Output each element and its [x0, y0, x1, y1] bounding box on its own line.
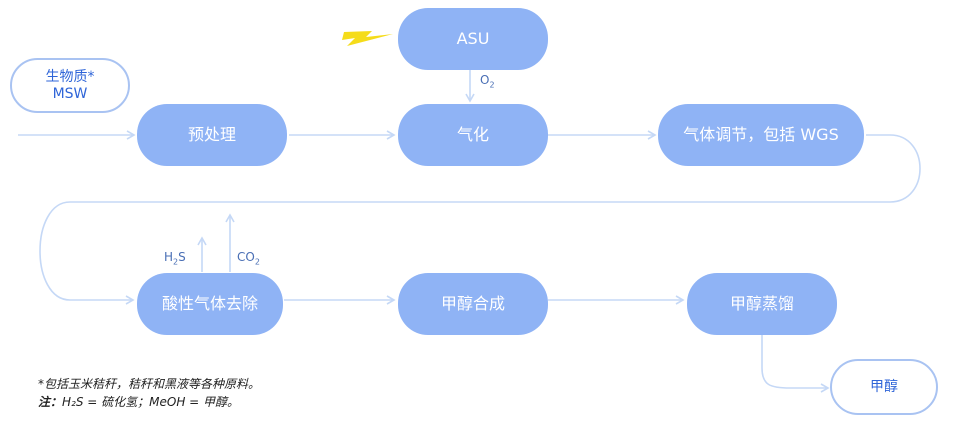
msw-label: MSW: [52, 85, 88, 102]
lightning-icon: [342, 31, 393, 46]
arrow-conditioning-to-acid-gas: [39, 134, 921, 305]
node-acid-gas-removal-label: 酸性气体去除: [161, 294, 258, 314]
node-pretreatment-label: 预处理: [187, 125, 236, 145]
node-methanol: 甲醇: [830, 359, 938, 415]
note-label: 注：: [38, 395, 63, 409]
footnote-abbreviations: 注：H₂S = 硫化氢；MeOH = 甲醇。: [38, 393, 260, 411]
node-methanol-distillation: 甲醇蒸馏: [687, 273, 837, 335]
node-methanol-synthesis: 甲醇合成: [398, 273, 548, 335]
node-gas-conditioning-label: 气体调节，包括 WGS: [683, 125, 839, 145]
footnote-feedstock: *包括玉米秸秆，秸秆和黑液等各种原料。: [38, 377, 261, 391]
label-co2: CO2: [237, 250, 260, 267]
label-o2: O2: [480, 73, 495, 90]
node-methanol-synthesis-label: 甲醇合成: [440, 294, 505, 314]
node-biomass-msw: 生物质* MSW: [10, 58, 130, 113]
node-pretreatment: 预处理: [137, 104, 287, 166]
node-gasification-label: 气化: [456, 125, 489, 145]
node-methanol-distillation-label: 甲醇蒸馏: [729, 294, 794, 314]
node-methanol-label: 甲醇: [870, 378, 898, 395]
note-text: H₂S = 硫化氢；MeOH = 甲醇。: [62, 395, 240, 409]
label-h2s: H2S: [164, 250, 186, 267]
footnotes: *包括玉米秸秆，秸秆和黑液等各种原料。 注：H₂S = 硫化氢；MeOH = 甲…: [38, 375, 260, 411]
node-gasification: 气化: [398, 104, 548, 166]
biomass-label: 生物质*: [45, 68, 95, 85]
arrow-distillation-to-methanol: [761, 334, 830, 393]
node-acid-gas-removal: 酸性气体去除: [137, 273, 283, 335]
node-gas-conditioning: 气体调节，包括 WGS: [658, 104, 864, 166]
node-asu: ASU: [398, 8, 548, 70]
node-asu-label: ASU: [456, 29, 490, 49]
